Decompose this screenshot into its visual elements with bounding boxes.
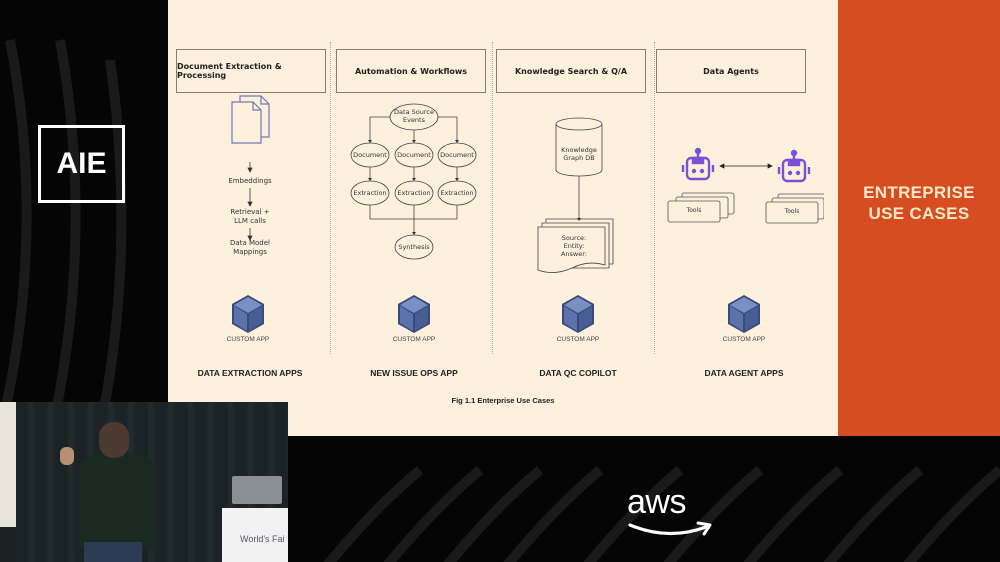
figure-caption: Fig 1.1 Enterprise Use Cases [451,396,555,405]
node-extraction-3: Extraction [440,189,474,197]
header-knowledge-search: Knowledge Search & Q/A [496,49,646,93]
laptop [232,476,282,504]
custom-app-label: CUSTOM APP [392,336,436,343]
speaker-legs [84,542,142,562]
speaker-hand [60,447,74,465]
flow-step-embeddings: Embeddings [228,177,272,185]
output-field-answer: Answer: [560,250,588,258]
node-document-1: Document [353,151,387,159]
cube-icon [562,295,594,333]
node-events: Events [402,116,425,124]
podium: World's Fai [222,508,288,562]
flow-step-data-model: Data Model [230,239,270,247]
node-synthesis: Synthesis [398,243,430,251]
output-field-entity: Entity: [563,242,585,250]
flow-step-mappings: Mappings [233,248,267,256]
section-title-line1: ENTREPRISE [863,183,975,202]
tools-label-1: Tools [686,207,702,214]
screen-edge [0,402,16,527]
app-title-data-agent-apps: DATA AGENT APPS [704,368,784,378]
app-title-new-issue-ops: NEW ISSUE OPS APP [370,368,458,378]
documents-icon [231,95,270,144]
workflow-diagram [350,103,477,260]
flow-step-llm-calls: LLM calls [234,217,266,225]
header-data-agents: Data Agents [656,49,806,93]
header-document-extraction: Document Extraction & Processing [176,49,326,93]
knowledge-diagram [537,117,614,273]
aie-logo: AIE [38,125,125,203]
column-divider [492,42,493,354]
app-title-data-qc-copilot: DATA QC COPILOT [539,368,617,378]
app-title-data-extraction: DATA EXTRACTION APPS [197,368,303,378]
speaker-head [99,422,129,458]
aws-logo: aws [620,483,720,545]
cube-icon [728,295,760,333]
podium-sign: World's Fai [240,534,285,544]
slide: Document Extraction & Processing Automat… [168,0,838,436]
cube-icon [232,295,264,333]
section-title: ENTREPRISE USE CASES [838,182,1000,224]
robot-icon [777,149,811,183]
node-extraction-2: Extraction [397,189,431,197]
node-document-3: Document [440,151,474,159]
aws-smile-icon [628,521,712,536]
speaker-video: World's Fai [0,402,288,562]
node-data-source: Data Source [394,108,434,116]
tools-label-2: Tools [784,208,800,215]
document-flow-diagram [231,95,270,241]
agents-diagram [667,147,824,224]
output-field-source: Source: [561,234,587,242]
custom-app-label: CUSTOM APP [722,336,766,343]
column-divider [654,42,655,354]
database-label-line1: Knowledge [561,146,597,154]
section-title-line2: USE CASES [868,204,970,223]
node-document-2: Document [397,151,431,159]
database-label-line2: Graph DB [563,154,595,162]
cube-icon [398,295,430,333]
custom-app-label: CUSTOM APP [226,336,270,343]
node-extraction-1: Extraction [353,189,387,197]
header-automation-workflows: Automation & Workflows [336,49,486,93]
aws-logo-text: aws [627,483,686,521]
section-title-panel: ENTREPRISE USE CASES [838,0,1000,436]
custom-app-label: CUSTOM APP [556,336,600,343]
flow-step-retrieval: Retrieval + [230,208,270,216]
speaker-torso [78,454,156,549]
robot-icon [681,147,715,181]
column-divider [330,42,331,354]
